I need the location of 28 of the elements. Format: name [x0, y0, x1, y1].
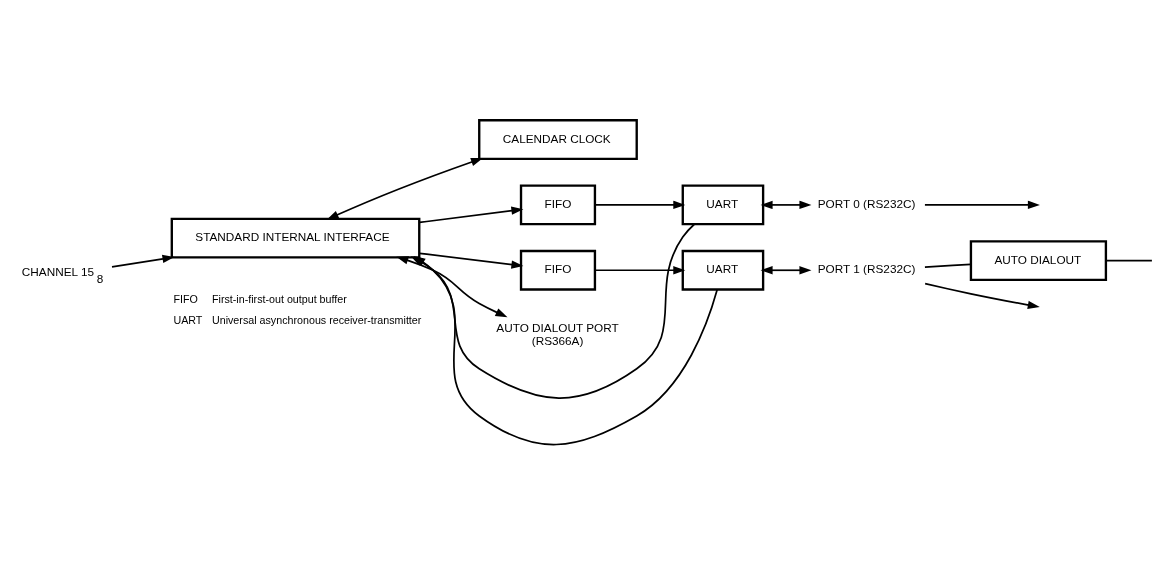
connector — [924, 263, 972, 268]
node-box: CALENDAR CLOCK — [478, 118, 638, 160]
arrow — [924, 200, 1040, 209]
node-text: PORT 1 (RS232C) — [817, 261, 916, 275]
label: UART — [173, 313, 203, 326]
arrow — [594, 265, 686, 274]
arrow — [418, 206, 524, 223]
label: Universal asynchronous receiver-transmitter — [211, 313, 422, 326]
node-box: FIFO — [519, 183, 597, 225]
arrow — [760, 265, 812, 274]
arrow — [760, 200, 812, 209]
node-box: UART — [681, 183, 765, 225]
node-box: AUTO DIALOUT — [969, 239, 1108, 281]
node-label: (RS366A) — [531, 333, 584, 347]
node-box: UART — [681, 249, 765, 291]
arrow — [418, 251, 524, 269]
connector — [1105, 259, 1153, 261]
arrow — [413, 255, 718, 445]
node-text: AUTO DIALOUT PORT — [496, 320, 619, 334]
label: FIFO — [173, 292, 198, 305]
node-box: STANDARD INTERNAL INTERFACE — [170, 217, 421, 259]
node-box: FIFO — [519, 249, 597, 291]
arrow — [924, 282, 1040, 309]
arrow — [594, 200, 686, 209]
label: First-in-first-out output buffer — [211, 292, 347, 305]
node-text: PORT 0 (RS232C) — [817, 196, 916, 210]
arrow — [111, 254, 175, 268]
arrow — [326, 157, 483, 220]
